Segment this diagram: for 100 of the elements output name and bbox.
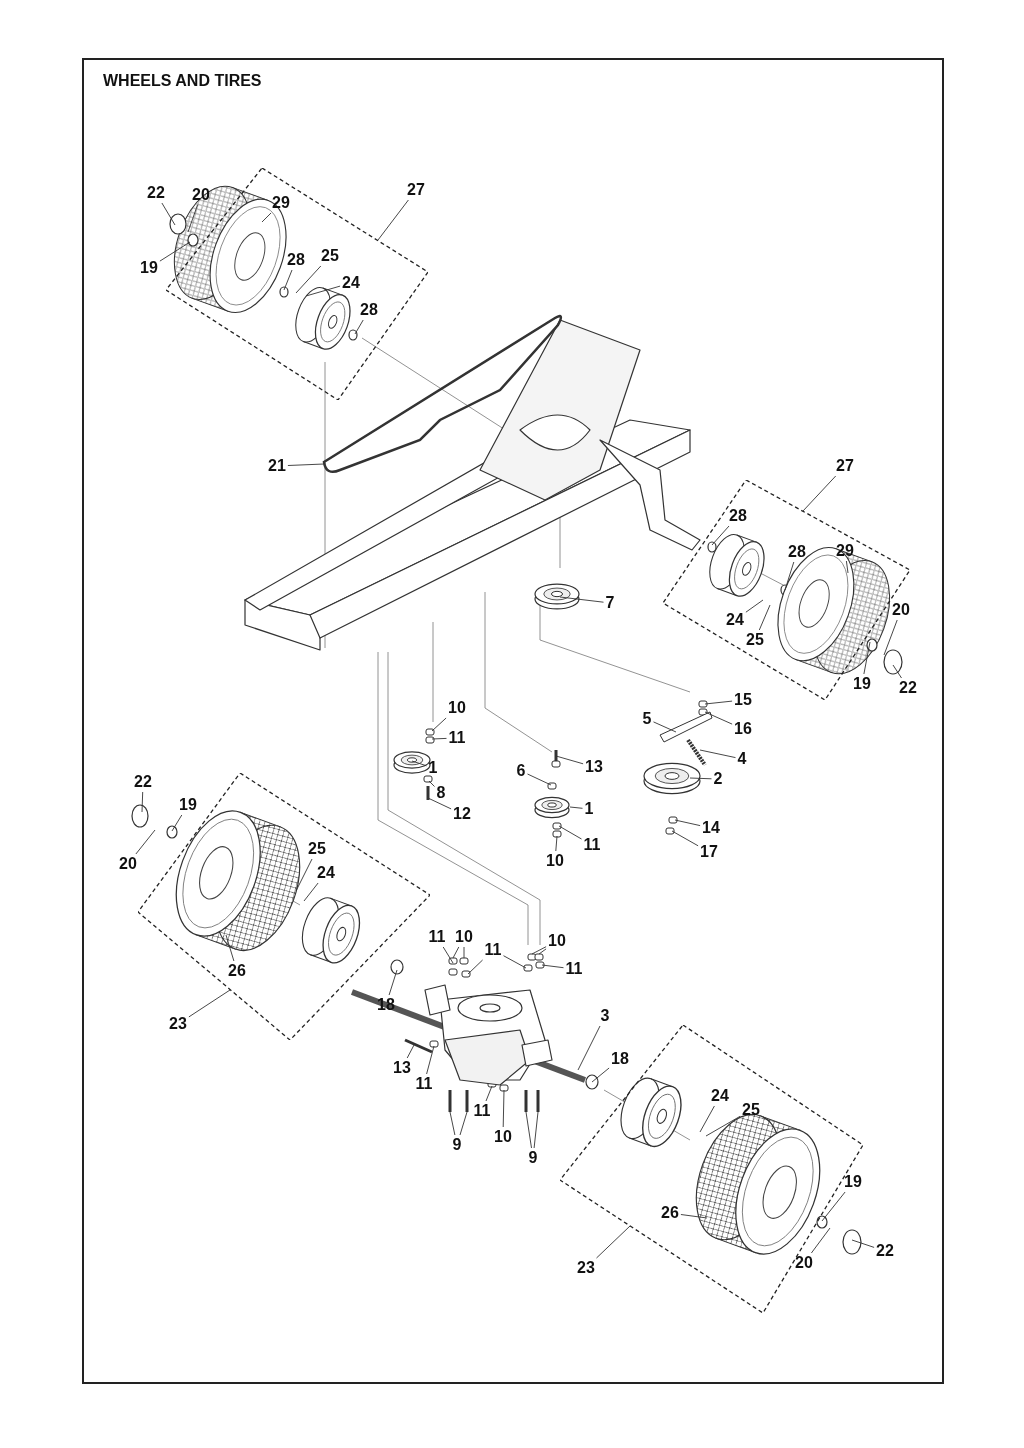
callout-number: 25 [746, 632, 764, 648]
leader-line [671, 830, 699, 847]
callout-number: 10 [546, 853, 564, 869]
leader-line [295, 858, 313, 892]
leader-line [171, 814, 183, 832]
leader-line [411, 760, 427, 767]
callout-number: 23 [169, 1016, 187, 1032]
callout-number: 27 [836, 458, 854, 474]
leader-line [261, 212, 272, 223]
callout-number: 11 [484, 942, 502, 958]
leader-line [689, 777, 712, 780]
leader-line [533, 1111, 539, 1149]
callout-number: 4 [737, 751, 747, 767]
leader-line [295, 265, 322, 294]
callout-number: 11 [415, 1076, 433, 1092]
leader-line [135, 829, 156, 855]
callout-number: 23 [577, 1260, 595, 1276]
leader-line [406, 1044, 415, 1059]
leader-line [426, 1045, 435, 1075]
callout-number: 29 [272, 195, 290, 211]
leader-line [596, 1225, 631, 1259]
dashed-group-outline [560, 1025, 863, 1313]
leader-line [711, 525, 730, 546]
callout-number: 11 [583, 837, 601, 853]
leader-line [851, 1239, 875, 1248]
leader-line [892, 664, 902, 679]
leader-line [427, 797, 452, 810]
leader-line [287, 463, 325, 466]
leader-line [188, 989, 231, 1018]
leader-line [555, 755, 584, 765]
leader-line [388, 969, 398, 996]
callout-number: 25 [321, 248, 339, 264]
leader-line [541, 964, 564, 969]
leader-line [303, 882, 319, 902]
leader-line [555, 835, 558, 852]
callout-number: 11 [473, 1103, 491, 1119]
leader-line [704, 700, 733, 705]
callout-number: 25 [742, 1102, 760, 1118]
callout-number: 6 [516, 763, 526, 779]
leader-line [283, 269, 293, 291]
leader-line [442, 946, 454, 964]
callout-number: 22 [134, 774, 152, 790]
callout-number: 1 [428, 760, 438, 776]
callout-number: 9 [452, 1137, 462, 1153]
callout-number: 9 [528, 1150, 538, 1166]
callout-number: 19 [853, 676, 871, 692]
callout-number: 21 [268, 458, 286, 474]
leader-line [538, 948, 547, 955]
callout-number: 24 [317, 865, 335, 881]
callout-number: 8 [436, 785, 446, 801]
leader-line [591, 1067, 610, 1083]
callout-number: 11 [565, 961, 583, 977]
callout-number: 26 [661, 1205, 679, 1221]
callout-number: 20 [795, 1255, 813, 1271]
callout-number: 13 [393, 1060, 411, 1076]
leader-line [161, 202, 176, 226]
callout-number: 11 [448, 730, 466, 746]
leader-line [845, 560, 849, 574]
callout-number: 10 [548, 933, 566, 949]
dashed-group-outline [166, 168, 428, 400]
callout-number: 7 [605, 595, 615, 611]
callout-number: 15 [734, 692, 752, 708]
callout-number: 1 [584, 801, 594, 817]
leader-line [225, 934, 235, 962]
leader-line [699, 749, 736, 759]
leader-line [354, 319, 364, 335]
callout-number: 20 [892, 602, 910, 618]
leader-line [187, 204, 198, 233]
callout-number: 26 [228, 963, 246, 979]
callout-number: 19 [140, 260, 158, 276]
callout-number: 24 [726, 612, 744, 628]
leader-line [525, 1111, 532, 1149]
leader-line [431, 737, 447, 740]
title: WHEELS AND TIRES [103, 72, 262, 90]
leader-line [159, 241, 191, 262]
callout-number: 19 [844, 1174, 862, 1190]
leader-line [503, 955, 527, 969]
leader-line [704, 711, 733, 725]
callout-number: 10 [448, 700, 466, 716]
leader-line [802, 475, 837, 512]
leader-line [463, 946, 465, 959]
callout-number: 18 [611, 1051, 629, 1067]
callout-number: 28 [360, 302, 378, 318]
callout-number: 28 [729, 508, 747, 524]
callout-number: 27 [407, 182, 425, 198]
callout-number: 24 [342, 275, 360, 291]
leader-line [527, 773, 552, 786]
leader-line [428, 780, 435, 787]
leader-line [699, 1105, 715, 1133]
callout-number: 14 [702, 820, 720, 836]
leader-line [680, 1214, 708, 1219]
leader-line [558, 825, 582, 840]
callout-number: 28 [788, 544, 806, 560]
leader-line [758, 604, 771, 631]
leader-line [653, 721, 677, 733]
leader-line [705, 1115, 741, 1137]
callout-number: 24 [711, 1088, 729, 1104]
callout-number: 22 [876, 1243, 894, 1259]
leader-line [531, 946, 547, 955]
callout-number: 28 [287, 252, 305, 268]
